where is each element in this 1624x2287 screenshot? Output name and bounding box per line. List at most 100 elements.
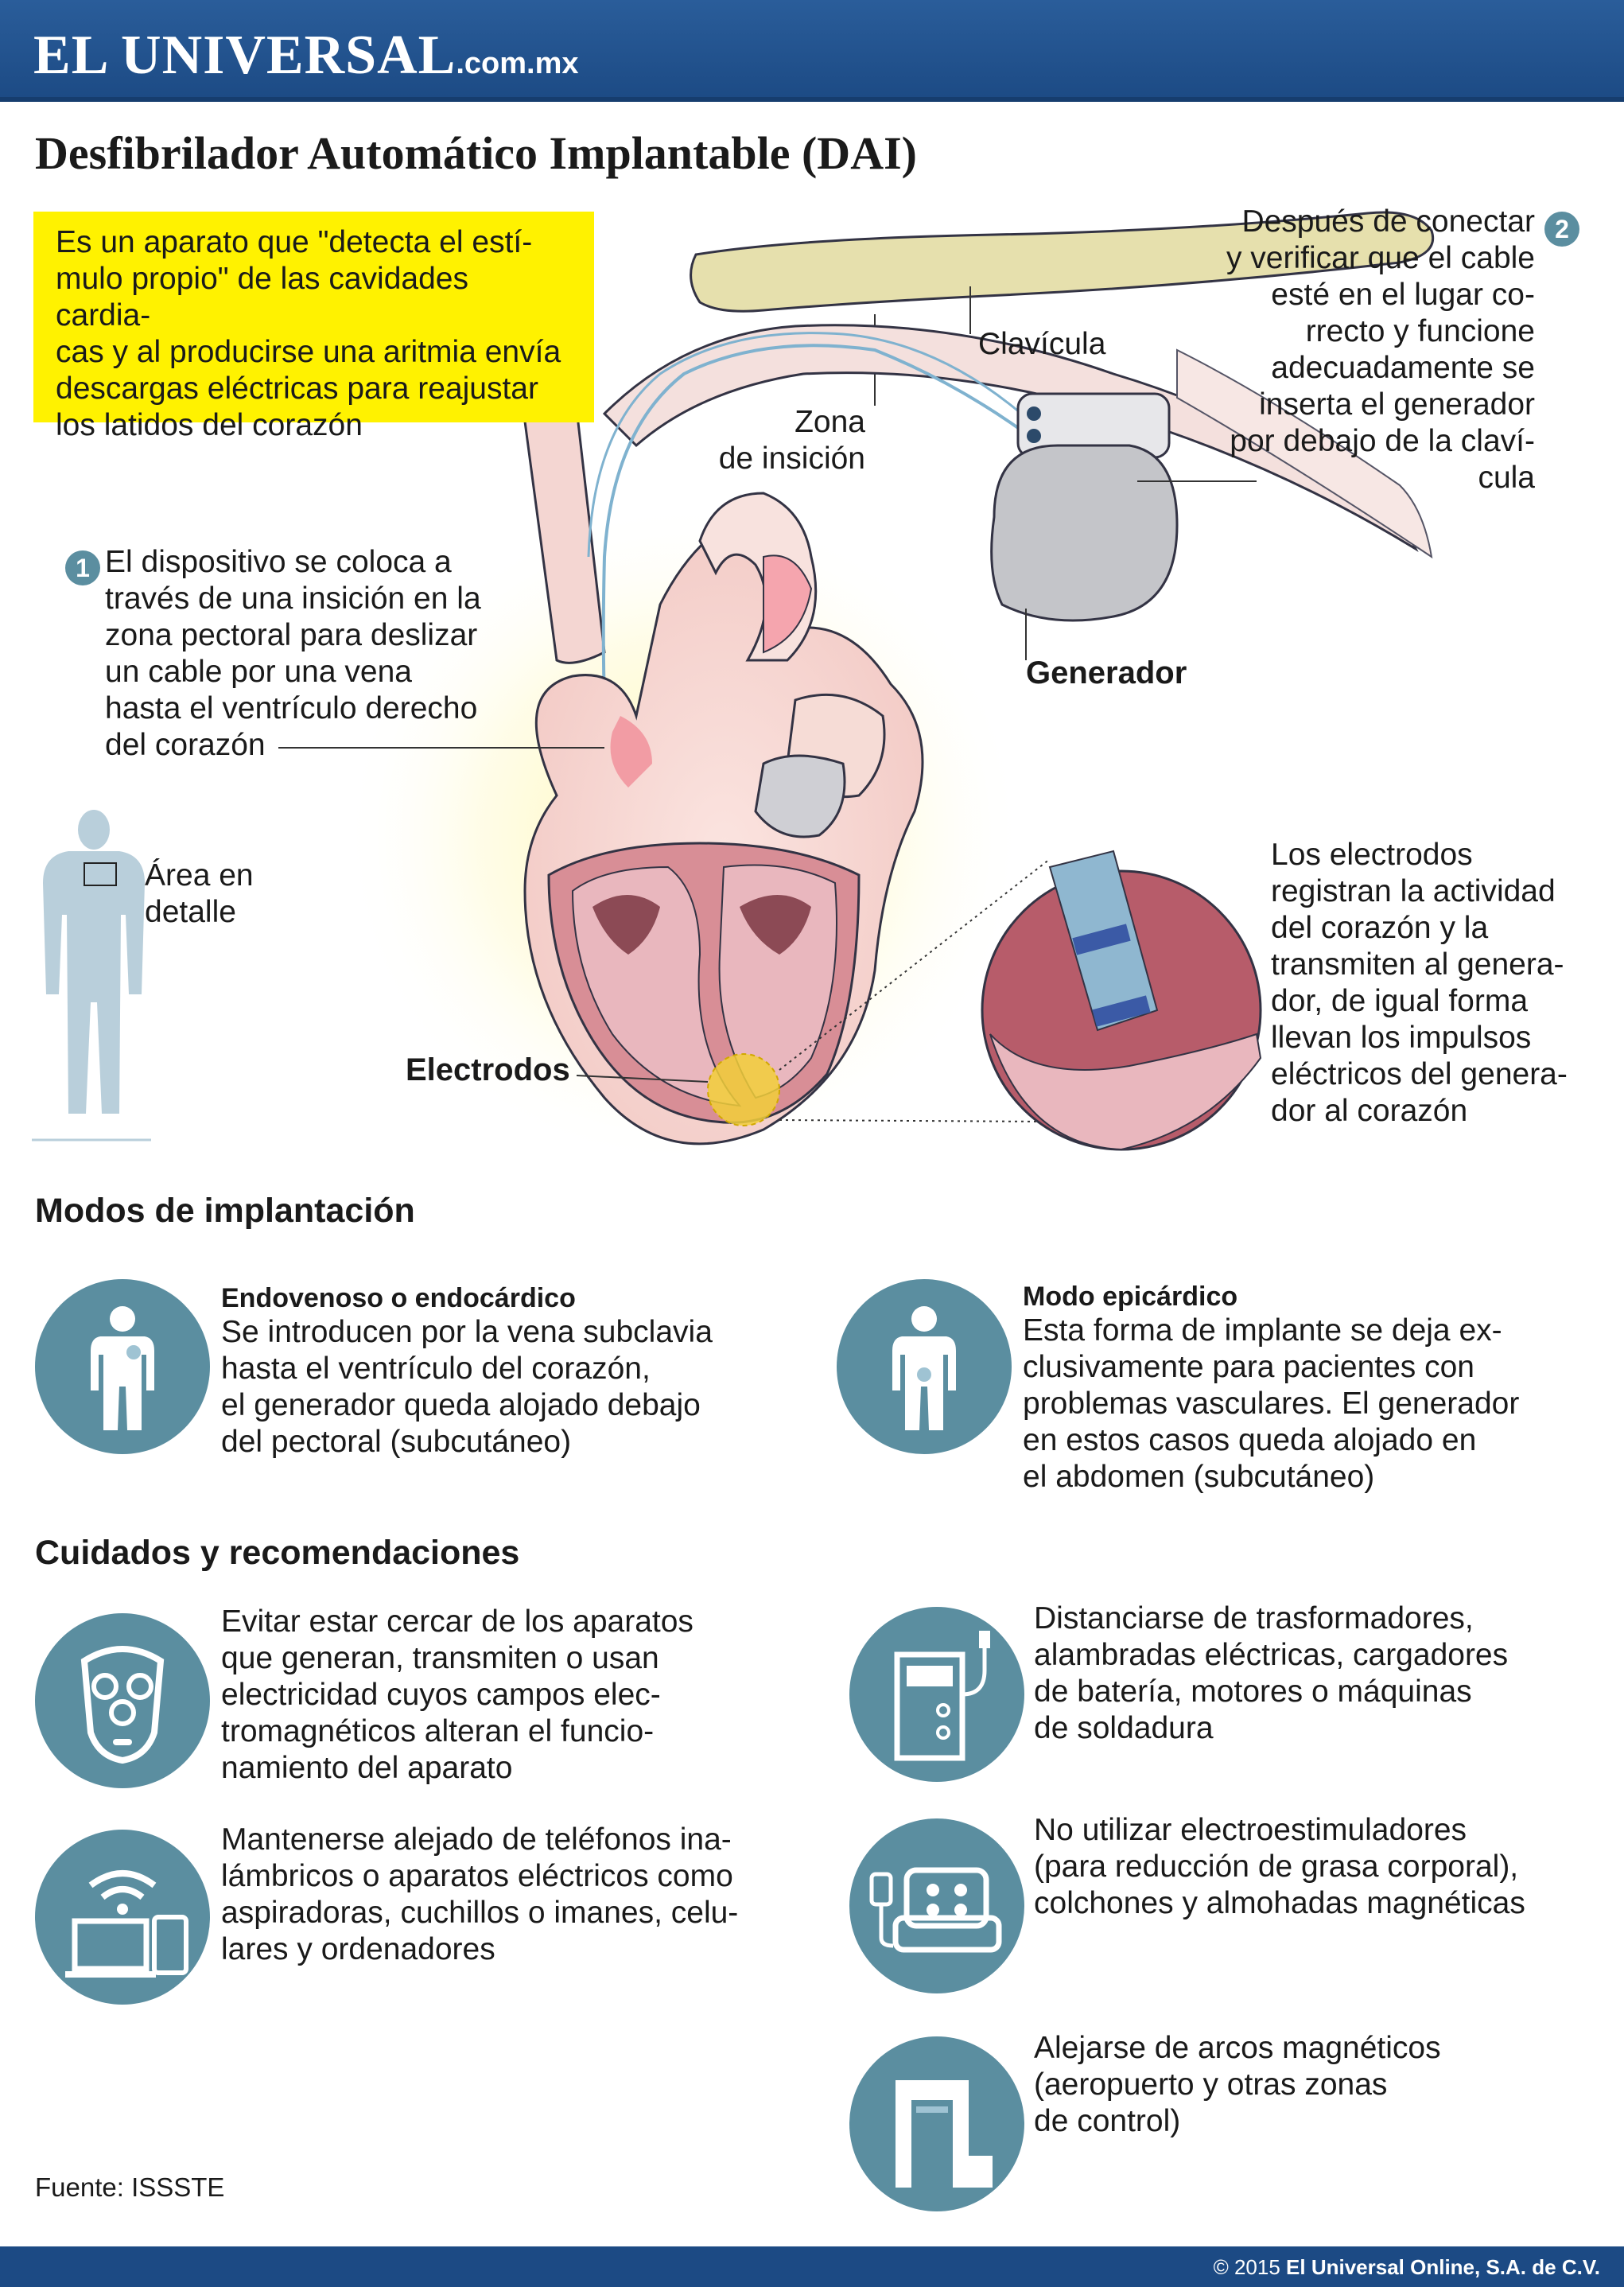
shaver-icon <box>35 1613 210 1788</box>
care-line: lámbricos o aparatos eléctricos como <box>221 1859 733 1893</box>
step1-line: zona pectoral para deslizar <box>105 618 478 652</box>
detail-area-marker <box>84 862 117 886</box>
detail-area-label: Área en detalle <box>145 858 254 931</box>
mode-line: Se introducen por la vena subclavia <box>221 1315 713 1349</box>
pulmonary-vein <box>754 754 846 838</box>
care-item-shaver: Evitar estar cercar de los aparatos que … <box>221 1604 778 1787</box>
electrodes-pointer <box>576 1075 709 1083</box>
tricuspid-valve <box>592 895 660 955</box>
step1-line: El dispositivo se coloca a <box>105 545 452 579</box>
detail-area-line: Área en <box>145 858 254 893</box>
mode-endovenous: Endovenoso o endocárdico Se introducen p… <box>221 1282 778 1460</box>
copyright-year: © 2015 <box>1213 2255 1287 2279</box>
vein-right <box>1176 348 1433 559</box>
care-line: de batería, motores o máquinas <box>1034 1674 1472 1709</box>
mode-line: hasta el ventrículo del corazón, <box>221 1352 651 1386</box>
electrode-highlight <box>707 1053 780 1126</box>
intro-line: cas y al producirse una aritmia envía <box>56 335 561 369</box>
clavicle-label: Clavícula <box>978 327 1106 361</box>
care-title: Cuidados y recomendaciones <box>35 1534 520 1572</box>
step2-line: y verificar que el cable <box>1226 241 1535 275</box>
care-item-wireless: Mantenerse alejado de teléfonos ina- lám… <box>221 1822 794 1968</box>
site-header <box>0 0 1624 102</box>
care-line: No utilizar electroestimuladores <box>1034 1813 1467 1847</box>
mode-title: Modo epicárdico <box>1023 1282 1238 1312</box>
clavicle-bone <box>690 211 1434 313</box>
generator-device <box>990 392 1257 660</box>
modes-title: Modos de implantación <box>35 1192 415 1230</box>
magnetic-arch-icon <box>849 2036 1024 2211</box>
step2-line: esté en el lugar co- <box>1271 278 1535 312</box>
electrodes-label: Electrodos <box>406 1052 570 1087</box>
care-item-electrostimulator: No utilizar electroestimuladores (para r… <box>1034 1812 1607 1922</box>
care-item-magnetic-arch: Alejarse de arcos magnéticos (aeropuerto… <box>1034 2030 1607 2140</box>
detail-area-line: detalle <box>145 895 236 929</box>
mode-endovenous-icon <box>35 1279 210 1454</box>
mode-line: el abdomen (subcutáneo) <box>1023 1460 1375 1494</box>
copyright-owner: El Universal Online, S.A. de C.V. <box>1286 2255 1600 2279</box>
step2-line: inserta el generador <box>1259 387 1535 422</box>
brand-domain: .com.mx <box>456 47 579 80</box>
incision-label: Zona de insición <box>700 404 865 477</box>
brand-name: EL UNIVERSAL <box>33 25 457 86</box>
care-line: namiento del aparato <box>221 1751 513 1785</box>
copyright: © 2015 El Universal Online, S.A. de C.V. <box>1214 2254 1600 2280</box>
lead-wire-2 <box>587 332 1027 558</box>
care-line: que generan, transmiten o usan <box>221 1641 659 1675</box>
mode-title: Endovenoso o endocárdico <box>221 1283 576 1313</box>
mode-epicardial-icon <box>837 1279 1012 1454</box>
mode-line: el generador queda alojado debajo <box>221 1388 701 1422</box>
step1-line: través de una insición en la <box>105 581 481 616</box>
step2-line: cula <box>1478 461 1535 495</box>
step1-line: del corazón <box>105 728 266 762</box>
care-line: (aeropuerto y otras zonas <box>1034 2067 1388 2102</box>
electrodes-note-line: transmiten al genera- <box>1271 947 1564 982</box>
source-note: Fuente: ISSSTE <box>35 2172 225 2202</box>
mode-line: clusivamente para pacientes con <box>1023 1350 1474 1384</box>
mode-line: en estos casos queda alojado en <box>1023 1423 1477 1457</box>
brand-logo[interactable]: EL UNIVERSAL.com.mx <box>33 24 579 95</box>
electrodes-note-line: del corazón y la <box>1271 911 1489 945</box>
care-line: colchones y almohadas magnéticas <box>1034 1886 1525 1920</box>
care-line: alambradas eléctricas, cargadores <box>1034 1638 1509 1672</box>
care-line: Evitar estar cercar de los aparatos <box>221 1604 694 1639</box>
atrium-red <box>763 554 813 654</box>
mode-line: Esta forma de implante se deja ex- <box>1023 1313 1502 1348</box>
care-line: Mantenerse alejado de teléfonos ina- <box>221 1822 732 1857</box>
electrodes-note: Los electrodos registran la actividad de… <box>1271 837 1605 1130</box>
care-line: de soldadura <box>1034 1711 1214 1745</box>
site-footer <box>0 2246 1624 2287</box>
mode-line: del pectoral (subcutáneo) <box>221 1425 572 1459</box>
step2-text: Después de conectar y verificar que el c… <box>1090 204 1535 496</box>
electrodes-note-line: dor, de igual forma <box>1271 984 1529 1018</box>
intro-box: Es un aparato que "detecta el estí- mulo… <box>33 212 594 442</box>
generator-label: Generador <box>1026 655 1187 690</box>
header-divider <box>0 97 1624 102</box>
intro-line: descargas eléctricas para reajustar <box>56 371 538 406</box>
electrodes-note-line: dor al corazón <box>1271 1094 1468 1128</box>
care-line: aspiradoras, cuchillos o imanes, celu- <box>221 1896 739 1930</box>
right-atrium-pink <box>610 716 652 788</box>
step2-badge: 2 <box>1544 212 1579 247</box>
electrodes-note-line: registran la actividad <box>1271 874 1556 908</box>
mode-line: problemas vasculares. El generador <box>1023 1387 1520 1421</box>
electrodes-note-line: llevan los impulsos <box>1271 1021 1532 1055</box>
electrodes-note-line: eléctricos del genera- <box>1271 1057 1568 1091</box>
intro-line: los latidos del corazón <box>56 408 363 442</box>
intro-line: mulo propio" de las cavidades cardia- <box>56 262 468 333</box>
welding-machine-icon <box>849 1607 1024 1782</box>
step1-badge: 1 <box>65 550 100 585</box>
mode-epicardial: Modo epicárdico Esta forma de implante s… <box>1023 1281 1595 1495</box>
step1-text: El dispositivo se coloca a través de una… <box>105 544 519 764</box>
human-silhouette-icon <box>43 810 145 1114</box>
step1-line: hasta el ventrículo derecho <box>105 691 478 725</box>
electrostimulator-icon <box>849 1818 1024 1993</box>
step1-line: un cable por una vena <box>105 655 412 689</box>
care-line: Distanciarse de trasformadores, <box>1034 1601 1474 1636</box>
intro-line: Es un aparato que "detecta el estí- <box>56 225 533 259</box>
zoom-line-bottom <box>779 1119 1051 1122</box>
step2-line: por debajo de la claví- <box>1230 424 1535 458</box>
incision-line: Zona <box>795 405 865 439</box>
care-line: lares y ordenadores <box>221 1932 495 1966</box>
